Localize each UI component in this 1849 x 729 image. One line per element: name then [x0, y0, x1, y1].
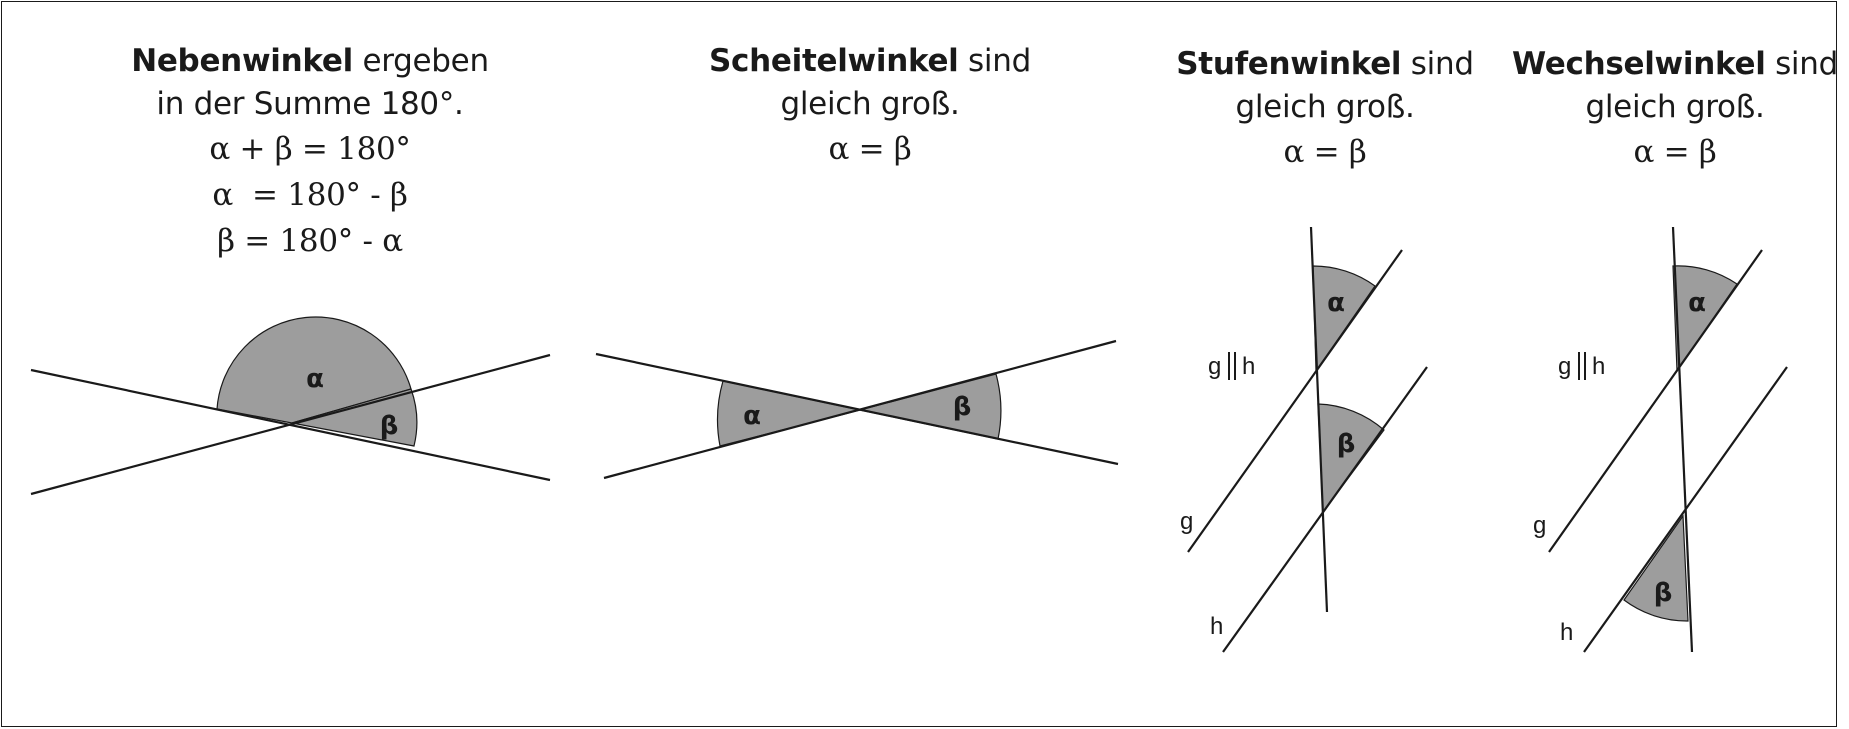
- stufen-heading: Stufenwinkel sind gleich groß. α = β: [1160, 43, 1490, 175]
- wechsel-title-line2: gleich groß.: [1585, 89, 1765, 125]
- wechsel-transversal: [1671, 226, 1694, 653]
- stufen-label-h: h: [1210, 613, 1223, 640]
- neben-alpha-label: α: [306, 364, 324, 394]
- stufen-title-rest: sind: [1401, 46, 1474, 82]
- stufen-parallel-h: h: [1242, 353, 1255, 380]
- wechsel-beta-label: β: [1654, 578, 1673, 608]
- scheitel-beta-sector: [859, 373, 1002, 440]
- stufen-title-line2: gleich groß.: [1235, 89, 1415, 125]
- scheitel-title-bold: Scheitelwinkel: [709, 43, 959, 79]
- stufen-diagram: α β g h g h: [1180, 226, 1428, 653]
- scheitel-beta-label: β: [953, 392, 972, 422]
- neben-formula-1: α + β = 180°: [209, 131, 411, 167]
- wechsel-alpha-sector: [1672, 265, 1738, 373]
- stufen-line-g: [1187, 249, 1403, 553]
- neben-beta-label: β: [380, 411, 399, 441]
- neben-title-rest: ergeben: [352, 43, 489, 79]
- stufen-alpha-label: α: [1327, 288, 1345, 318]
- neben-diagram: α β: [30, 316, 551, 496]
- scheitel-alpha-sector: [716, 380, 861, 447]
- wechsel-alpha-label: α: [1688, 288, 1706, 318]
- wechsel-parallel-label: g: [1558, 353, 1571, 380]
- scheitel-diagram: α β: [595, 339, 1119, 480]
- neben-formula-2: α = 180° - β: [212, 177, 408, 213]
- wechsel-heading: Wechselwinkel sind gleich groß. α = β: [1505, 43, 1845, 175]
- stufen-transversal: [1309, 226, 1329, 613]
- scheitel-title-rest: sind: [958, 43, 1031, 79]
- wechsel-label-h: h: [1560, 619, 1573, 646]
- neben-beta-sector: [291, 388, 418, 447]
- scheitel-line-a: [595, 352, 1119, 466]
- stufen-alpha-sector: [1312, 265, 1376, 373]
- neben-heading: Nebenwinkel ergeben in der Summe 180°. α…: [80, 40, 540, 264]
- wechsel-parallel-h: h: [1592, 353, 1605, 380]
- neben-title-line2: in der Summe 180°.: [156, 86, 464, 122]
- neben-formula-3: β = 180° - α: [217, 223, 403, 259]
- wechsel-formula: α = β: [1633, 134, 1717, 170]
- scheitel-line-b: [603, 339, 1117, 480]
- scheitel-alpha-label: α: [743, 401, 761, 431]
- wechsel-title-rest: sind: [1765, 46, 1838, 82]
- wechsel-title-bold: Wechselwinkel: [1512, 46, 1766, 82]
- stufen-parallel-label: g: [1208, 353, 1221, 380]
- stufen-label-g: g: [1180, 508, 1193, 535]
- stufen-beta-label: β: [1337, 429, 1356, 459]
- wechsel-diagram: α β g h g h: [1533, 226, 1788, 653]
- scheitel-heading: Scheitelwinkel sind gleich groß. α = β: [690, 40, 1050, 172]
- scheitel-formula: α = β: [828, 131, 912, 167]
- wechsel-beta-sector: [1623, 514, 1689, 622]
- neben-title-bold: Nebenwinkel: [131, 43, 353, 79]
- wechsel-line-h: [1583, 366, 1788, 653]
- wechsel-label-g: g: [1533, 512, 1546, 539]
- neben-line-b: [30, 353, 551, 496]
- stufen-formula: α = β: [1283, 134, 1367, 170]
- stufen-line-h: [1222, 366, 1428, 653]
- stufen-title-bold: Stufenwinkel: [1176, 46, 1402, 82]
- scheitel-title-line2: gleich groß.: [780, 86, 960, 122]
- wechsel-line-g: [1548, 249, 1763, 553]
- neben-alpha-sector: [216, 316, 412, 424]
